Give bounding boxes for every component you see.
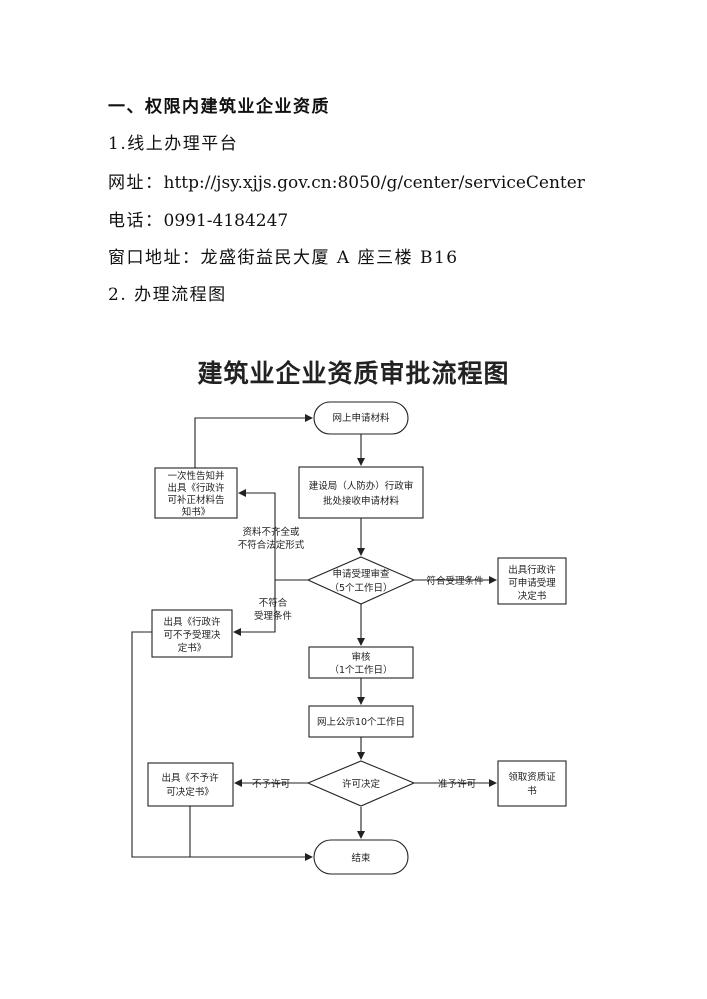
label-incomplete-line-1: 资料不齐全或 — [242, 526, 300, 538]
node-one-time-notice-line-2: 出具《行政许 — [167, 482, 225, 494]
address-value: 龙盛街益民大厦 A 座三楼 B16 — [200, 248, 459, 268]
node-accept-notice-line-1: 出具行政许 — [508, 564, 556, 576]
node-get-certificate: 领取资质证 书 — [497, 760, 567, 807]
label-deny: 不予许可 — [252, 778, 290, 790]
node-accept-notice-line-3: 决定书 — [518, 590, 547, 602]
node-deny-permit-line-2: 可决定书》 — [166, 786, 214, 798]
address-label: 窗口地址： — [108, 248, 201, 268]
node-receive-line-2: 批处接收申请材料 — [323, 495, 400, 507]
process-flow-item: 2. 办理流程图 — [108, 285, 227, 305]
node-review-check-line-2: （5个工作日） — [329, 582, 392, 594]
node-receive: 建设局（人防办）行政审 批处接收申请材料 — [298, 466, 424, 519]
flowchart-edges — [131, 414, 497, 861]
node-one-time-notice-line-4: 知书》 — [182, 506, 211, 518]
node-permit-decision-text: 许可决定 — [342, 778, 381, 790]
node-accept-notice-line-2: 可申请受理 — [508, 577, 556, 589]
website-label: 网址： — [108, 173, 164, 193]
edge-branch-to-reject — [233, 580, 276, 636]
node-get-certificate-line-1: 领取资质证 — [508, 771, 556, 783]
edge-branch-to-notice — [238, 489, 276, 580]
node-audit-line-2: （1个工作日） — [329, 664, 392, 676]
node-end-text: 结束 — [351, 852, 371, 864]
node-deny-permit: 出具《不予许 可决定书》 — [147, 762, 234, 807]
label-meets: 符合受理条件 — [426, 575, 484, 587]
label-not-meet-line-2: 受理条件 — [254, 610, 293, 622]
node-review-check: 申请受理审查 （5个工作日） — [306, 556, 416, 605]
node-end: 结束 — [313, 839, 409, 875]
label-incomplete-line-2: 不符合法定形式 — [238, 539, 305, 551]
node-one-time-notice: 一次性告知并 出具《行政许 可补正材料告 知书》 — [154, 467, 238, 519]
address-line: 窗口地址：龙盛街益民大厦 A 座三楼 B16 — [108, 243, 459, 268]
node-one-time-notice-line-1: 一次性告知并 — [167, 470, 225, 482]
node-get-certificate-line-2: 书 — [527, 786, 537, 797]
phone-label: 电话： — [108, 211, 164, 231]
phone-number: 0991-4184247 — [163, 211, 289, 231]
node-receive-line-1: 建设局（人防办）行政审 — [309, 480, 414, 492]
node-publicity-text: 网上公示10个工作日 — [317, 716, 405, 728]
node-audit-line-1: 审核 — [351, 651, 371, 663]
phone-line: 电话：0991-4184247 — [108, 206, 288, 231]
label-grant: 准予许可 — [438, 778, 476, 790]
label-not-meet-line-1: 不符合 — [259, 597, 288, 609]
edge-reject-to-end — [131, 631, 313, 861]
node-online-apply-text: 网上申请材料 — [332, 412, 390, 424]
node-reject-accept-line-1: 出具《行政许 — [163, 616, 221, 628]
node-reject-accept-line-2: 可不予受理决 — [163, 629, 221, 641]
flowchart-edge-labels: 资料不齐全或 不符合法定形式 符合受理条件 不符合 受理条件 不予许可 准予许可 — [238, 526, 484, 790]
node-permit-decision: 许可决定 — [306, 760, 416, 807]
node-reject-accept: 出具《行政许 可不予受理决 定书》 — [151, 609, 233, 658]
node-audit: 审核 （1个工作日） — [308, 646, 414, 679]
online-platform-item: 1.线上办理平台 — [108, 134, 239, 154]
node-review-check-line-1: 申请受理审查 — [332, 568, 390, 580]
node-deny-permit-line-1: 出具《不予许 — [161, 772, 219, 784]
node-reject-accept-line-3: 定书》 — [178, 642, 207, 654]
node-publicity: 网上公示10个工作日 — [308, 705, 414, 738]
node-accept-notice: 出具行政许 可申请受理 决定书 — [497, 557, 567, 605]
node-online-apply: 网上申请材料 — [313, 401, 409, 435]
website-line: 网址：http://jsy.xjjs.gov.cn:8050/g/center/… — [108, 168, 585, 193]
website-url[interactable]: http://jsy.xjjs.gov.cn:8050/g/center/ser… — [163, 173, 585, 193]
node-one-time-notice-line-3: 可补正材料告 — [167, 494, 224, 506]
section-heading: 一、权限内建筑业企业资质 — [108, 97, 330, 117]
flowchart-title: 建筑业企业资质审批流程图 — [197, 359, 510, 388]
edge-notice-to-apply — [194, 414, 313, 468]
